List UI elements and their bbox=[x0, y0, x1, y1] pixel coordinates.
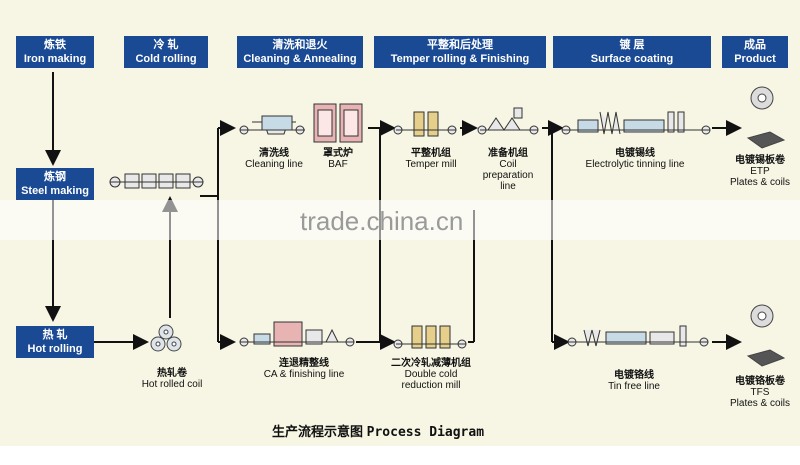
watermark-band bbox=[0, 200, 800, 240]
label-zh: 电镀锡线 bbox=[615, 148, 655, 159]
diagram-caption: 生产流程示意图 Process Diagram bbox=[272, 421, 484, 440]
hot-rolled-coil-icon bbox=[150, 324, 182, 352]
label-ca-line: 连退精整线 CA & finishing line bbox=[252, 358, 356, 380]
stage-product: 成品 Product bbox=[722, 36, 788, 68]
label-zh: 二次冷轧减薄机组 bbox=[391, 358, 471, 369]
stage-label-zh: 冷 轧 bbox=[153, 39, 179, 51]
label-zh: 热轧卷 bbox=[157, 368, 187, 379]
label-temper-mill: 平整机组 Temper mill bbox=[394, 148, 468, 170]
label-zh: 电镀铬线 bbox=[614, 370, 654, 381]
label-cleaning-line: 清洗线 Cleaning line bbox=[236, 148, 312, 170]
label-tfs: 电镀铬板卷 TFS Plates & coils bbox=[722, 376, 798, 409]
label-dcr: 二次冷轧减薄机组 Double cold reduction mill bbox=[382, 358, 480, 391]
baf-furnace-icon bbox=[313, 103, 363, 143]
box-steel-making: 炼钢 Steel making bbox=[16, 168, 94, 200]
box-label-zh: 炼钢 bbox=[44, 171, 66, 183]
box-label-en: Hot rolling bbox=[27, 343, 83, 355]
label-zh: 连退精整线 bbox=[279, 358, 329, 369]
label-zh: 电镀铬板卷 bbox=[735, 376, 785, 387]
caption-en: Process Diagram bbox=[366, 425, 485, 440]
label-en: BAF bbox=[328, 159, 348, 170]
watermark: trade.china.cn bbox=[300, 206, 464, 236]
label-en: reduction mill bbox=[401, 380, 461, 391]
label-en: Hot rolled coil bbox=[141, 379, 203, 390]
label-en: CA & finishing line bbox=[263, 369, 345, 380]
stage-label-zh: 平整和后处理 bbox=[427, 39, 493, 51]
label-en: TFS bbox=[750, 387, 770, 398]
label-zh: 电镀锡板卷 bbox=[735, 155, 785, 166]
label-etp: 电镀锡板卷 ETP Plates & coils bbox=[722, 155, 798, 188]
box-label-en: Steel making bbox=[21, 185, 89, 197]
coil-prep-icon bbox=[477, 107, 539, 135]
label-en: Double cold bbox=[404, 369, 458, 380]
stage-label-en: Surface coating bbox=[590, 53, 674, 65]
label-en: preparation bbox=[482, 170, 534, 181]
label-zh: 平整机组 bbox=[411, 148, 451, 159]
box-hot-rolling: 热 轧 Hot rolling bbox=[16, 326, 94, 358]
etp-product-icon bbox=[746, 86, 786, 149]
stage-label-en: Temper rolling & Finishing bbox=[390, 53, 530, 65]
label-en: Plates & coils bbox=[729, 177, 791, 188]
label-etl: 电镀锡线 Electrolytic tinning line bbox=[570, 148, 700, 170]
stage-label-en: Cold rolling bbox=[135, 53, 197, 65]
stage-cleaning-annealing: 清洗和退火 Cleaning & Annealing bbox=[237, 36, 363, 68]
stage-label-en: Product bbox=[734, 53, 776, 65]
stage-label-zh: 成品 bbox=[744, 39, 766, 51]
label-en: Electrolytic tinning line bbox=[585, 159, 685, 170]
caption-zh: 生产流程示意图 bbox=[272, 424, 364, 439]
tin-free-line-icon bbox=[567, 325, 709, 347]
label-en: Plates & coils bbox=[729, 398, 791, 409]
label-coil-prep: 准备机组 Coil preparation line bbox=[476, 148, 540, 192]
footer-strip bbox=[0, 446, 800, 465]
box-label-zh: 热 轧 bbox=[42, 329, 68, 341]
stage-iron-making: 炼铁 Iron making bbox=[16, 36, 94, 68]
cold-rolling-mill-icon bbox=[109, 173, 204, 189]
stage-label-en: Iron making bbox=[23, 53, 87, 65]
stage-label-zh: 清洗和退火 bbox=[272, 39, 328, 51]
temper-mill-icon bbox=[393, 111, 457, 137]
stage-temper-finishing: 平整和后处理 Temper rolling & Finishing bbox=[374, 36, 546, 68]
label-en: ETP bbox=[750, 166, 770, 177]
label-hot-rolled-coil: 热轧卷 Hot rolled coil bbox=[132, 368, 212, 390]
label-baf: 罩式炉 BAF bbox=[312, 148, 364, 170]
tinning-line-icon bbox=[561, 111, 711, 135]
label-zh: 罩式炉 bbox=[323, 148, 353, 159]
stage-label-zh: 镀 层 bbox=[619, 39, 645, 51]
label-en: Temper mill bbox=[405, 159, 457, 170]
tfs-product-icon bbox=[746, 304, 786, 367]
stage-label-en: Cleaning & Annealing bbox=[243, 53, 357, 65]
label-en: line bbox=[500, 181, 516, 192]
ca-line-icon bbox=[239, 321, 355, 347]
label-zh: 准备机组 bbox=[488, 148, 528, 159]
label-zh: 清洗线 bbox=[259, 148, 289, 159]
stage-cold-rolling: 冷 轧 Cold rolling bbox=[124, 36, 208, 68]
cleaning-line-icon bbox=[239, 115, 305, 135]
label-en: Tin free line bbox=[608, 381, 660, 392]
stage-surface-coating: 镀 层 Surface coating bbox=[553, 36, 711, 68]
stage-label-zh: 炼铁 bbox=[44, 39, 66, 51]
dcr-mill-icon bbox=[393, 325, 467, 349]
label-en: Cleaning line bbox=[245, 159, 303, 170]
label-tfl: 电镀铬线 Tin free line bbox=[586, 370, 682, 392]
label-en: Coil bbox=[499, 159, 517, 170]
